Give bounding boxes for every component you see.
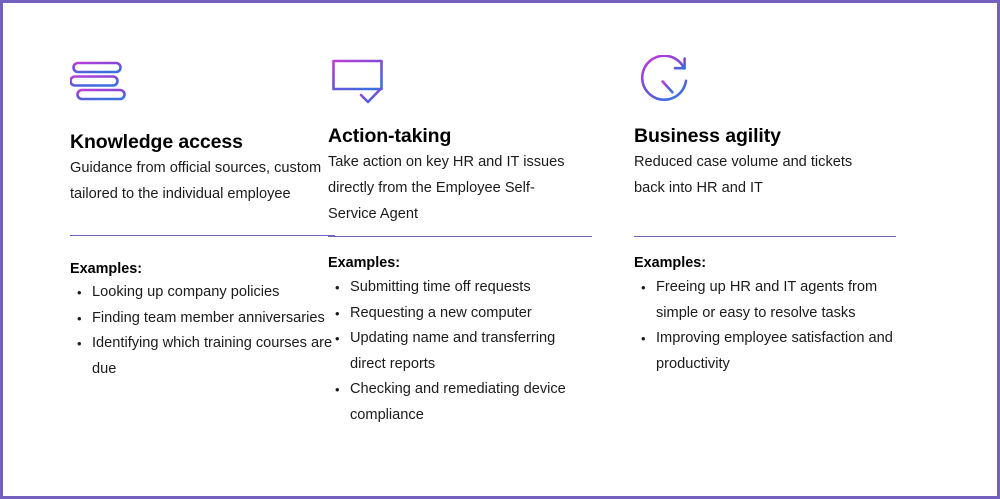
- feature-column-action-taking: Action-taking Take action on key HR and …: [316, 3, 626, 496]
- list-item: Updating name and transferring direct re…: [328, 326, 593, 377]
- section-divider: [328, 236, 592, 237]
- examples-label: Examples:: [634, 255, 706, 271]
- monitor-check-icon: [328, 55, 390, 111]
- examples-list: Submitting time off requests Requesting …: [328, 275, 593, 429]
- section-divider: [70, 235, 335, 236]
- card-title: Business agility: [634, 125, 781, 147]
- examples-label: Examples:: [328, 255, 400, 271]
- list-item: Finding team member anniversaries: [70, 306, 345, 332]
- list-item: Freeing up HR and IT agents from simple …: [634, 275, 902, 326]
- list-item: Looking up company policies: [70, 280, 345, 306]
- card-description: Guidance from official sources, custom t…: [70, 160, 322, 202]
- list-item: Improving employee satisfaction and prod…: [634, 326, 902, 377]
- card-description: Take action on key HR and IT issues dire…: [328, 154, 565, 222]
- feature-column-knowledge-access: Knowledge access Guidance from official …: [3, 3, 335, 496]
- stacked-books-icon: [69, 55, 132, 111]
- clock-refresh-icon: [634, 54, 696, 111]
- card-title: Action-taking: [328, 125, 452, 147]
- list-item: Requesting a new computer: [328, 301, 593, 327]
- feature-column-business-agility: Business agility Reduced case volume and…: [626, 3, 1000, 496]
- examples-list: Looking up company policies Finding team…: [70, 280, 345, 382]
- list-item: Submitting time off requests: [328, 275, 593, 301]
- card-title: Knowledge access: [70, 131, 243, 153]
- feature-columns: Knowledge access Guidance from official …: [3, 3, 1000, 496]
- examples-list: Freeing up HR and IT agents from simple …: [634, 275, 902, 377]
- card-description: Reduced case volume and tickets back int…: [634, 154, 853, 196]
- list-item: Identifying which training courses are d…: [70, 331, 345, 382]
- list-item: Checking and remediating device complian…: [328, 377, 593, 428]
- examples-label: Examples:: [70, 261, 142, 277]
- section-divider: [634, 236, 896, 237]
